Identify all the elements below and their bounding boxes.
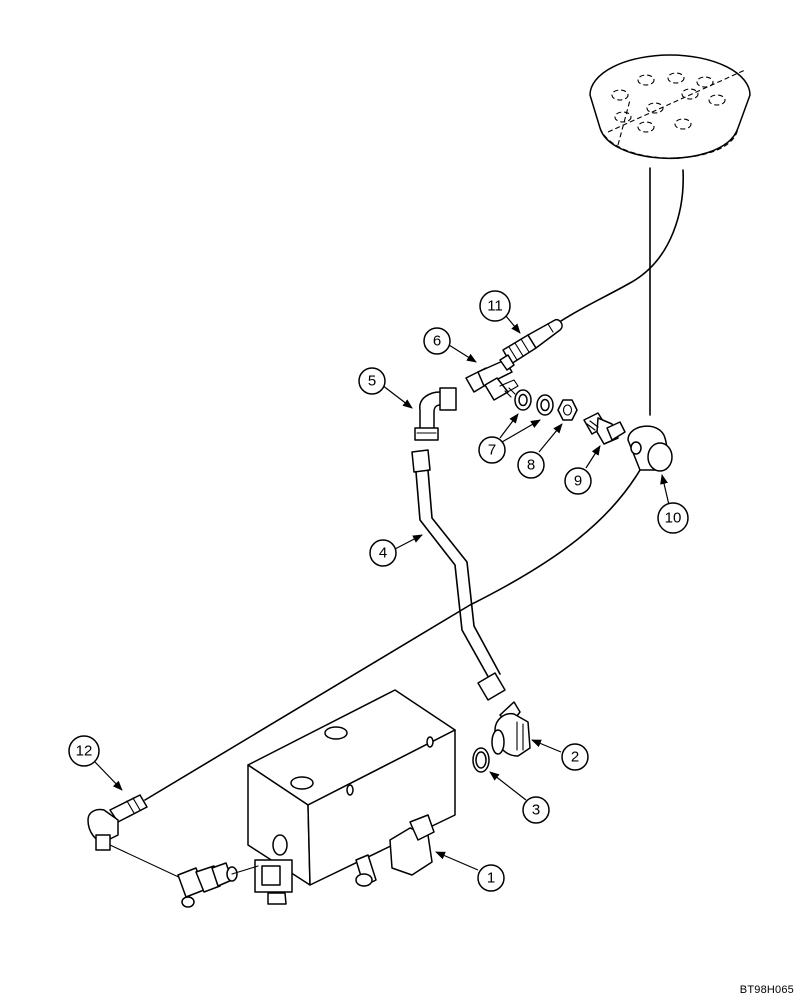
drawing-code: BT98H065 (739, 984, 794, 996)
hose-lines (144, 167, 684, 801)
test-fitting (109, 844, 259, 908)
callout-label-4: 4 (379, 545, 387, 562)
callout-label-1: 1 (487, 870, 495, 887)
callout-label-9: 9 (574, 473, 582, 490)
elbow-fitting-12 (87, 794, 148, 851)
o-ring-7a (514, 389, 532, 411)
callout-8: 8 (517, 423, 563, 479)
tee-fitting-6 (465, 354, 519, 401)
o-ring-7b (536, 394, 554, 416)
callout-5: 5 (358, 367, 413, 409)
tube-4 (411, 449, 506, 701)
callout-label-5: 5 (368, 373, 376, 390)
callout-12: 12 (68, 735, 123, 791)
callout-9: 9 (564, 445, 601, 495)
callout-7: 7 (478, 413, 541, 464)
elbow-fitting-2 (491, 701, 531, 757)
elbow-fitting-5 (414, 387, 457, 441)
callout-label-10: 10 (665, 510, 682, 527)
dust-cap-10 (627, 425, 673, 472)
o-ring-3 (472, 747, 490, 773)
callout-label-8: 8 (527, 457, 535, 474)
callout-10: 10 (657, 474, 689, 534)
callout-1: 1 (435, 851, 505, 892)
bulkhead-fitting-9 (583, 412, 626, 445)
valve-plate-assembly (589, 54, 751, 160)
valve-block-1 (247, 689, 456, 905)
callout-label-3: 3 (532, 802, 540, 819)
callout-6: 6 (423, 327, 477, 363)
callout-label-7: 7 (488, 442, 496, 459)
callout-label-11: 11 (487, 298, 503, 315)
callout-3: 3 (489, 771, 550, 824)
hex-nut-8 (557, 399, 578, 421)
callout-label-2: 2 (571, 749, 579, 766)
callout-11: 11 (479, 290, 521, 334)
callout-label-6: 6 (433, 333, 441, 350)
callout-4: 4 (369, 534, 423, 567)
callout-label-12: 12 (76, 743, 93, 760)
callout-2: 2 (531, 739, 589, 771)
hose-fitting-11 (502, 318, 563, 365)
